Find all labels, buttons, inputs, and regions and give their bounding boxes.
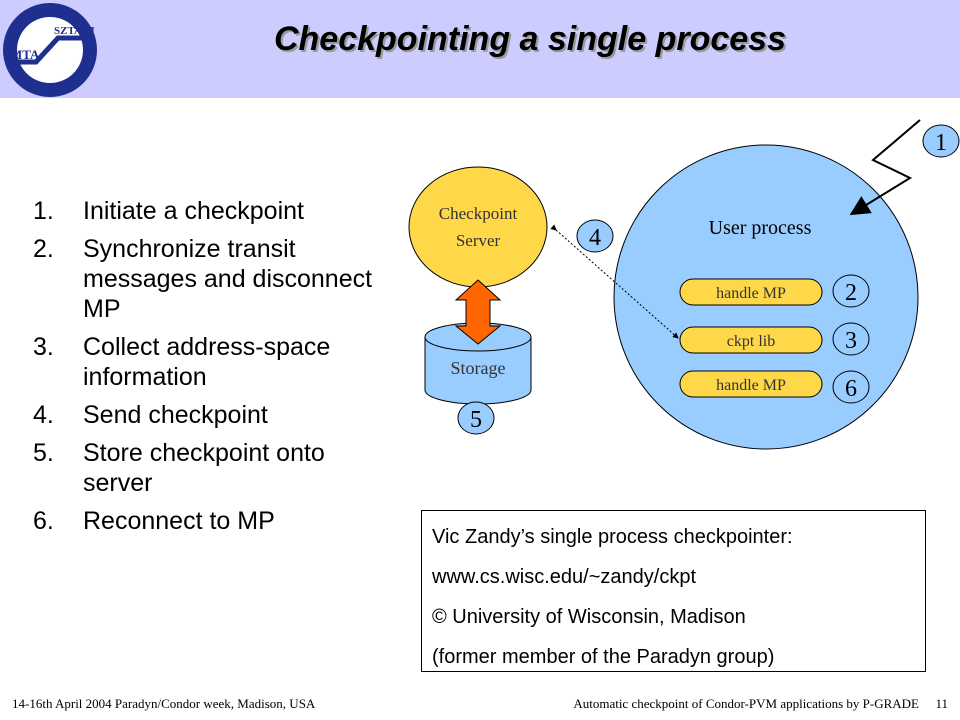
trigger-lightning-arrow [849, 119, 921, 216]
reference-line: (former member of the Paradyn group) [432, 646, 775, 668]
badge-5: 5 [457, 401, 495, 435]
list-item: 2.Synchronize transit messages and disco… [33, 235, 373, 323]
list-item: 4.Send checkpoint [33, 401, 268, 429]
checkpoint-server-label-1: Checkpoint [439, 204, 518, 223]
list-item: 6.Reconnect to MP [33, 507, 275, 535]
list-item: 1.Initiate a checkpoint [33, 197, 304, 225]
svg-text:6: 6 [845, 376, 857, 402]
badge-1: 1 [922, 124, 960, 158]
storage-cylinder [424, 322, 532, 405]
badge-3: 3 [832, 322, 870, 356]
badge-4: 4 [576, 219, 614, 253]
page-title: Checkpointing a single process [273, 20, 786, 58]
footer-talk-title: Automatic checkpoint of Condor-PVM appli… [573, 696, 919, 711]
header-band [0, 0, 960, 98]
storage-label: Storage [451, 358, 506, 378]
list-item: 3.Collect address-space information [33, 333, 331, 391]
handle-mp-bottom-pill [679, 370, 823, 398]
svg-text:SZTAKI: SZTAKI [54, 25, 95, 37]
badge-2: 2 [832, 274, 870, 308]
reference-box: Vic Zandy’s single process checkpointer:… [421, 510, 926, 672]
reference-line: Vic Zandy’s single process checkpointer: [432, 526, 793, 548]
handle-mp-top-label: handle MP [716, 285, 786, 302]
footer-event: 14-16th April 2004 Paradyn/Condor week, … [12, 696, 316, 711]
svg-text:1: 1 [935, 130, 947, 156]
reference-link[interactable]: www.cs.wisc.edu/~zandy/ckpt [432, 566, 696, 588]
list-item: 5.Store checkpoint onto server [33, 439, 325, 497]
send-checkpoint-arrow [550, 224, 679, 339]
steps-list: 1.Initiate a checkpoint 2.Synchronize tr… [33, 196, 378, 544]
checkpoint-server-label-2: Server [456, 231, 501, 250]
reference-line: © University of Wisconsin, Madison [432, 606, 746, 628]
user-process-label: User process [709, 217, 812, 239]
ckpt-lib-pill [679, 326, 823, 354]
handle-mp-top-pill [679, 278, 823, 306]
checkpoint-server-circle [408, 166, 548, 288]
footer-right: Automatic checkpoint of Condor-PVM appli… [573, 696, 948, 712]
handle-mp-bottom-label: handle MP [716, 377, 786, 394]
badge-6: 6 [832, 370, 870, 404]
svg-text:5: 5 [470, 407, 482, 433]
svg-text:MTA: MTA [10, 47, 40, 62]
ckpt-lib-label: ckpt lib [727, 333, 775, 350]
mta-sztaki-logo: MTA SZTAKI [3, 3, 97, 97]
svg-text:4: 4 [589, 225, 601, 251]
page-number: 11 [935, 696, 948, 711]
server-storage-arrow [454, 279, 502, 345]
svg-text:3: 3 [845, 328, 857, 354]
svg-text:2: 2 [845, 280, 857, 306]
